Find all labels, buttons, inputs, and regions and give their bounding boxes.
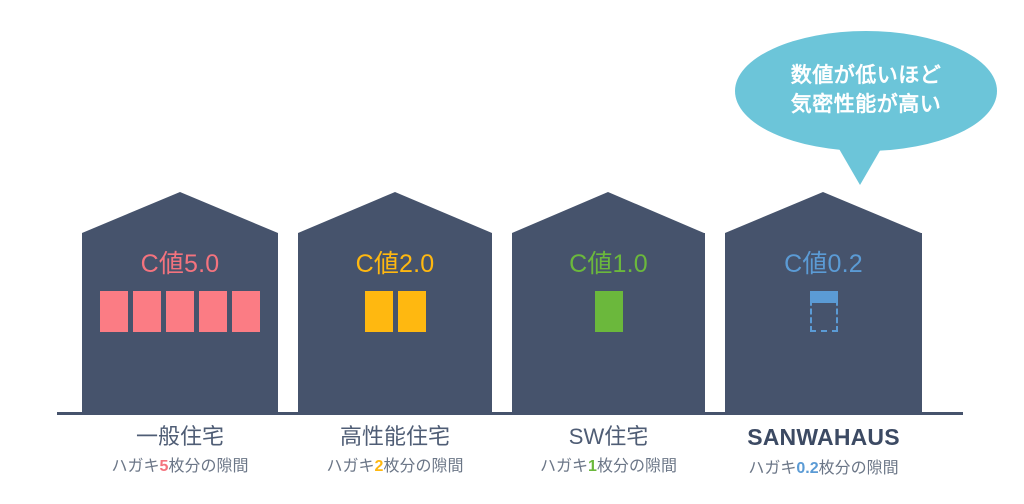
caption-prefix: ハガキ	[748, 459, 797, 477]
caption-suffix: 枚分の隙間	[168, 458, 249, 476]
caption-number: 0.2	[796, 459, 819, 477]
house-roof	[298, 192, 492, 233]
callout-line-1: 数値が低いほど	[790, 64, 942, 88]
caption-prefix: ハガキ	[111, 458, 160, 476]
c-value-label: C値1.0	[569, 250, 648, 278]
caption-title: 高性能住宅	[339, 424, 450, 449]
house-2: C値2.0	[298, 192, 492, 412]
house-content: C値5.0	[82, 233, 278, 412]
ground-line	[57, 412, 963, 415]
postcard-gap-cards	[364, 291, 426, 332]
house-caption-2: 高性能住宅ハガキ2枚分の隙間	[298, 424, 492, 477]
postcard-gap-cards	[100, 291, 260, 332]
postcard-card-partial-fill	[809, 291, 838, 303]
house-caption-1: 一般住宅ハガキ5枚分の隙間	[82, 424, 278, 477]
c-value-label: C値5.0	[140, 250, 220, 278]
house-content: C値0.2	[725, 233, 922, 412]
house-3: C値1.0	[512, 192, 705, 412]
caption-suffix: 枚分の隙間	[818, 459, 899, 477]
callout-bubble: 数値が低いほど 気密性能が高い	[735, 31, 997, 185]
house-roof	[512, 192, 704, 233]
house-1: C値5.0	[82, 192, 278, 412]
caption-subtitle: ハガキ5枚分の隙間	[82, 457, 278, 476]
house-wall	[298, 233, 492, 412]
caption-title: SANWAHAUS	[747, 424, 900, 450]
caption-number: 1	[588, 458, 597, 476]
postcard-gap-cards	[809, 291, 838, 332]
house-wall	[725, 233, 922, 412]
caption-subtitle: ハガキ2枚分の隙間	[298, 457, 492, 476]
postcard-card-partial	[809, 291, 838, 332]
postcard-card	[166, 291, 194, 332]
caption-title: 一般住宅	[135, 424, 224, 449]
c-value-label: C値2.0	[355, 250, 435, 278]
caption-prefix: ハガキ	[326, 458, 375, 476]
caption-suffix: 枚分の隙間	[596, 458, 677, 476]
postcard-card	[133, 291, 161, 332]
caption-prefix: ハガキ	[540, 458, 589, 476]
house-roof	[725, 192, 921, 233]
caption-number: 2	[374, 458, 384, 476]
house-content: C値2.0	[298, 233, 492, 412]
house-roof	[82, 192, 278, 233]
c-value-label: C値0.2	[784, 250, 863, 278]
postcard-card	[594, 291, 623, 332]
house-caption-3: SW住宅ハガキ1枚分の隙間	[512, 424, 705, 477]
house-content: C値1.0	[512, 233, 705, 412]
postcard-card	[232, 291, 260, 332]
postcard-card	[364, 291, 393, 332]
house-caption-4: SANWAHAUS ハガキ0.2枚分の隙間	[725, 424, 922, 478]
caption-subtitle: ハガキ0.2枚分の隙間	[725, 459, 922, 478]
postcard-card	[199, 291, 227, 332]
caption-suffix: 枚分の隙間	[383, 458, 464, 476]
callout-bubble-text: 数値が低いほど 気密性能が高い	[735, 31, 997, 151]
postcard-card	[397, 291, 426, 332]
caption-subtitle: ハガキ1枚分の隙間	[512, 457, 705, 476]
callout-line-2: 気密性能が高い	[790, 93, 942, 116]
caption-number: 5	[159, 458, 169, 476]
house-4: C値0.2	[725, 192, 922, 412]
callout-bubble-body	[735, 31, 997, 151]
postcard-card	[100, 291, 128, 332]
postcard-gap-cards	[594, 291, 623, 332]
caption-title: SW住宅	[568, 424, 649, 449]
